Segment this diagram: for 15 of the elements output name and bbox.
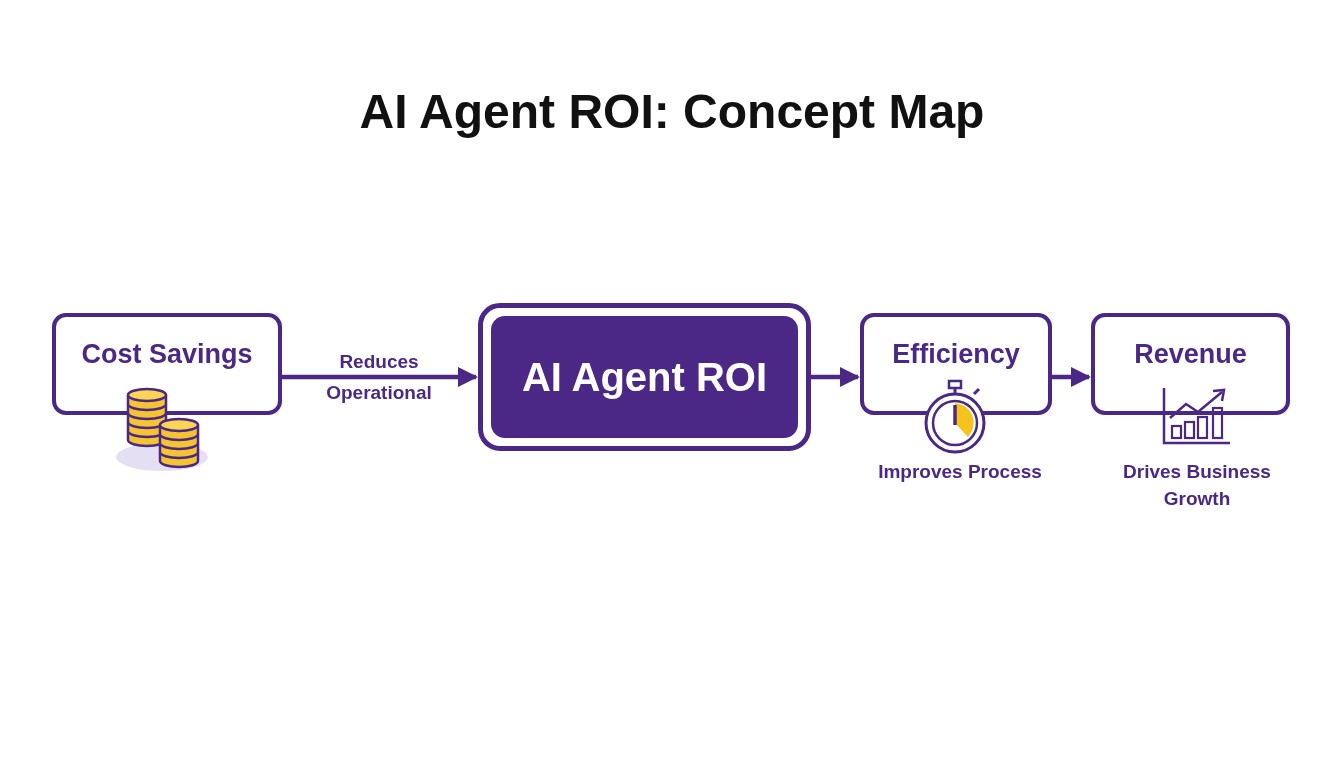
concept-box xyxy=(1091,313,1290,415)
concept-box xyxy=(52,313,282,415)
diagram-title: AI Agent ROI: Concept Map xyxy=(358,84,986,139)
arrow xyxy=(282,366,479,388)
central-box xyxy=(478,303,811,451)
arrow xyxy=(811,366,861,388)
arrow xyxy=(1052,366,1092,388)
node-caption: Improves Process xyxy=(877,460,1043,484)
node-title: Revenue xyxy=(1134,339,1247,370)
concept-box xyxy=(860,313,1052,415)
node-title: AI Agent ROI xyxy=(521,354,768,400)
node-caption: Drives Business Growth xyxy=(1122,460,1272,511)
node-title: Efficiency xyxy=(892,339,1020,370)
edge-label: Reduces Operational xyxy=(325,350,433,405)
node-title: Cost Savings xyxy=(81,339,253,370)
